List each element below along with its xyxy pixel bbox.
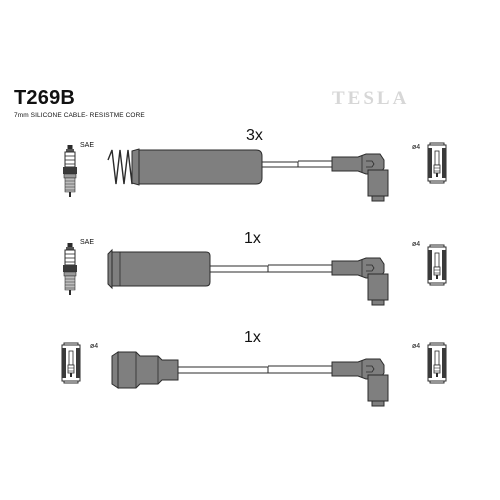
boot-collar — [131, 148, 140, 186]
cable-2 — [62, 242, 447, 306]
sae-label-cable-2: SAE — [80, 239, 95, 246]
coil-boot — [117, 351, 179, 389]
cable-spec: 7mm SILICONE CABLE- RESISTME CORE — [14, 112, 145, 119]
sae-label-cable-1: SAE — [80, 142, 95, 149]
terminal-icon — [427, 142, 447, 184]
terminal-icon — [427, 244, 447, 286]
angled-boot-icon — [331, 153, 389, 202]
product-code: T269B — [14, 87, 76, 109]
terminal-icon — [61, 342, 81, 384]
terminal-icon — [427, 342, 447, 384]
spring-icon — [107, 149, 137, 185]
diameter-label-cable-1: ø4 — [412, 144, 421, 151]
quantity-label-cable-3: 1x — [244, 329, 261, 346]
quantity-label-cable-2: 1x — [244, 230, 261, 247]
spark-plug-icon — [62, 144, 78, 198]
quantity-label-cable-1: 3x — [246, 127, 263, 144]
straight-boot — [111, 251, 211, 287]
diameter-label-left-cable-3: ø4 — [90, 343, 99, 350]
straight-boot — [138, 149, 263, 185]
spark-plug-icon — [62, 242, 78, 296]
cable-3 — [61, 342, 447, 407]
diameter-label-cable-2: ø4 — [412, 241, 421, 248]
angled-boot-icon — [331, 358, 389, 407]
angled-boot-icon — [331, 257, 389, 306]
cable-1 — [62, 142, 447, 202]
diameter-label-right-cable-3: ø4 — [412, 343, 421, 350]
brand-logo: TESLA — [332, 88, 410, 109]
